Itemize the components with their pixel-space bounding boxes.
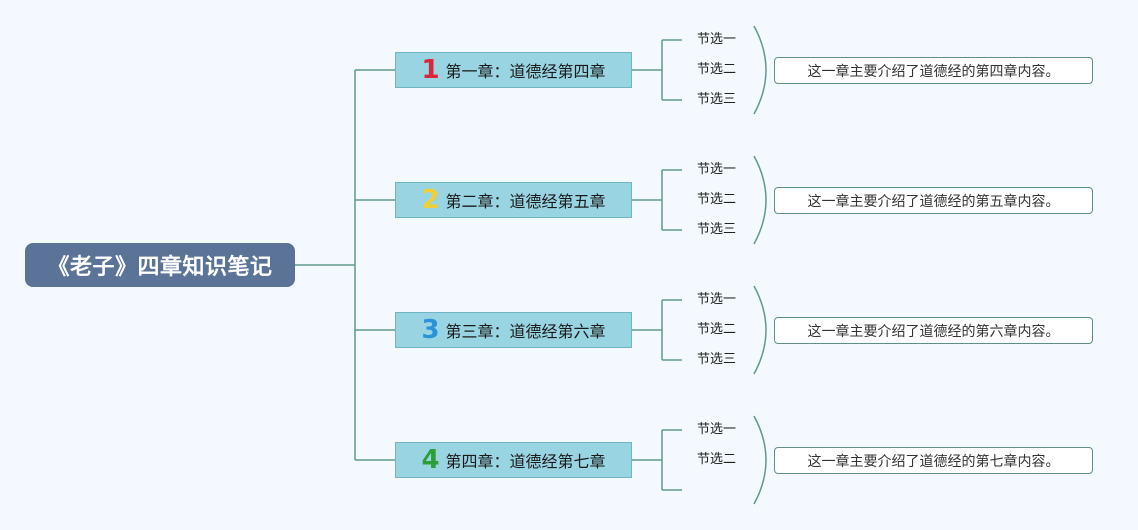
chapter-2-leaf-2[interactable]: 节选二 xyxy=(697,192,737,207)
chapter-3-summary[interactable]: 这一章主要介绍了道德经的第六章内容。 xyxy=(774,317,1093,344)
root-topic[interactable]: 《老子》四章知识笔记 xyxy=(25,243,295,287)
chapter-3-summary-text: 这一章主要介绍了道德经的第六章内容。 xyxy=(807,323,1060,340)
chapter-3-leaf-3[interactable]: 节选三 xyxy=(697,352,737,367)
chapter-1-leaf-1[interactable]: 节选一 xyxy=(697,32,737,47)
chapter-1-leaf-3[interactable]: 节选三 xyxy=(697,92,737,107)
chapter-2-leaf-bracket xyxy=(632,155,767,245)
chapter-2-leaf-1[interactable]: 节选一 xyxy=(697,162,737,177)
chapter-3-number-icon: 3 xyxy=(421,315,440,345)
chapter-3-leaf-bracket xyxy=(632,285,767,375)
chapter-4-leaf-1[interactable]: 节选一 xyxy=(697,422,737,437)
root-title: 《老子》四章知识笔记 xyxy=(47,255,273,280)
chapter-4-leaf-2[interactable]: 节选二 xyxy=(697,452,737,467)
chapter-3-node[interactable]: 3 第三章：道德经第六章 xyxy=(395,312,632,348)
chapter-3-leaf-1[interactable]: 节选一 xyxy=(697,292,737,307)
chapter-4-number-icon: 4 xyxy=(421,445,440,475)
chapter-1-number-icon: 1 xyxy=(421,55,440,85)
chapter-2-node[interactable]: 2 第二章：道德经第五章 xyxy=(395,182,632,218)
chapter-1-summary[interactable]: 这一章主要介绍了道德经的第四章内容。 xyxy=(774,57,1093,84)
chapter-1-summary-text: 这一章主要介绍了道德经的第四章内容。 xyxy=(807,63,1060,80)
chapter-2-leaf-3[interactable]: 节选三 xyxy=(697,222,737,237)
chapter-4-leaf-bracket xyxy=(632,415,767,505)
chapter-3-leaf-2[interactable]: 节选二 xyxy=(697,322,737,337)
chapter-4-node[interactable]: 4 第四章：道德经第七章 xyxy=(395,442,632,478)
chapter-3-label: 第三章：道德经第六章 xyxy=(445,322,606,341)
chapter-1-node[interactable]: 1 第一章：道德经第四章 xyxy=(395,52,632,88)
chapter-2-number-icon: 2 xyxy=(421,185,440,215)
chapter-4-summary-text: 这一章主要介绍了道德经的第七章内容。 xyxy=(807,453,1060,470)
chapter-2-summary-text: 这一章主要介绍了道德经的第五章内容。 xyxy=(807,193,1060,210)
chapter-1-label: 第一章：道德经第四章 xyxy=(445,62,606,81)
chapter-1-leaf-2[interactable]: 节选二 xyxy=(697,62,737,77)
chapter-4-summary[interactable]: 这一章主要介绍了道德经的第七章内容。 xyxy=(774,447,1093,474)
chapter-4-label: 第四章：道德经第七章 xyxy=(445,452,606,471)
chapter-2-label: 第二章：道德经第五章 xyxy=(445,192,606,211)
chapter-1-leaf-bracket xyxy=(632,25,767,115)
chapter-2-summary[interactable]: 这一章主要介绍了道德经的第五章内容。 xyxy=(774,187,1093,214)
